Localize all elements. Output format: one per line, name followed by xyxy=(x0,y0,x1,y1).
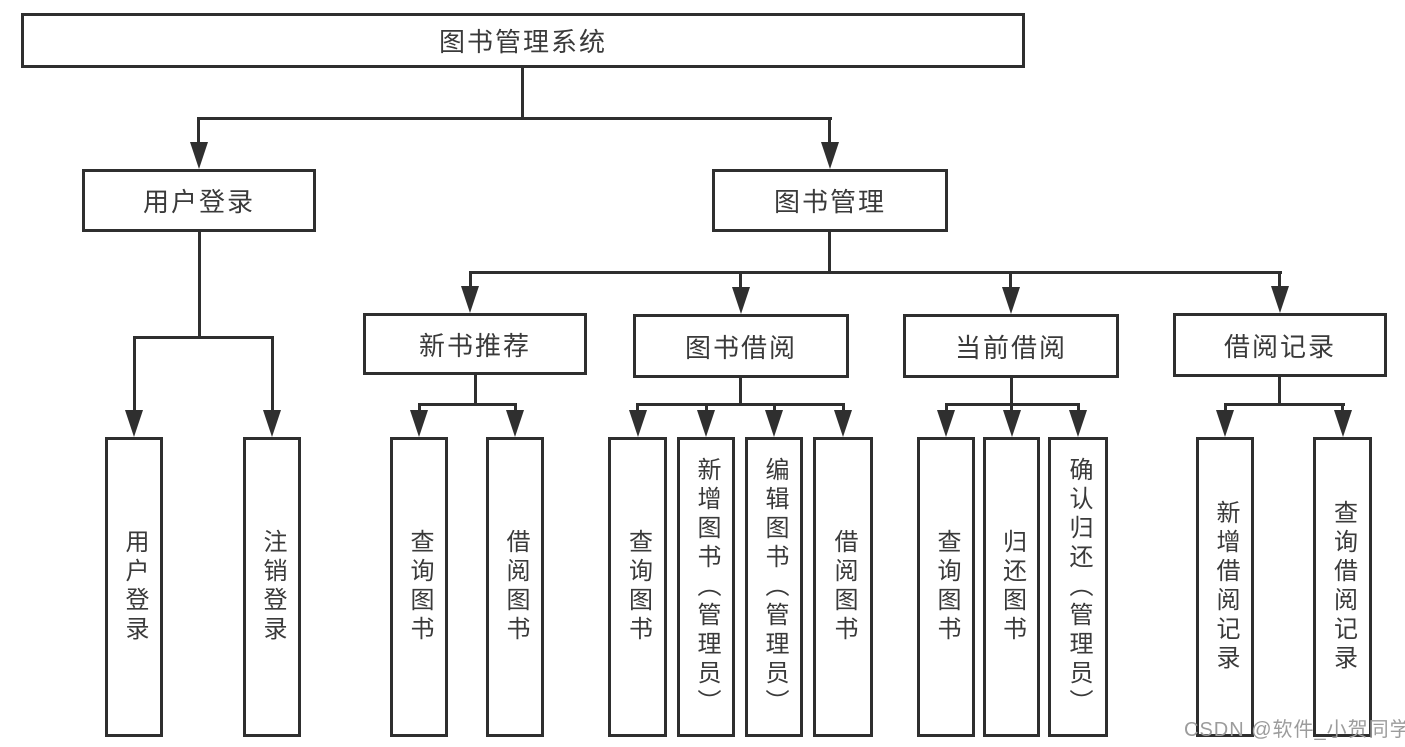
connector-line xyxy=(828,117,831,146)
arrow-down-icon xyxy=(697,410,715,437)
connector-line xyxy=(636,403,639,415)
connector-line xyxy=(705,403,708,415)
node-new-book-recommend: 新书推荐 xyxy=(363,313,587,375)
leaf-edit-books-admin: 编辑图书（管理员） xyxy=(745,437,803,737)
leaf-query-books-recommend: 查询图书 xyxy=(390,437,448,737)
node-current-borrowing: 当前借阅 xyxy=(903,314,1119,378)
connector-line xyxy=(1341,403,1344,415)
csdn-watermark: CSDN @软件_小贺同学 xyxy=(1184,719,1405,741)
connector-line xyxy=(469,271,1282,274)
leaf-query-books-current: 查询图书 xyxy=(917,437,975,737)
connector-line xyxy=(842,403,845,415)
connector-line xyxy=(133,336,274,339)
arrow-down-icon xyxy=(1271,286,1289,313)
connector-line xyxy=(1009,271,1012,290)
leaf-query-books-borrowing: 查询图书 xyxy=(608,437,667,737)
connector-line xyxy=(1077,403,1080,415)
connector-line xyxy=(521,68,524,119)
connector-line xyxy=(514,403,517,415)
connector-line xyxy=(418,403,421,415)
connector-line xyxy=(1224,403,1345,406)
leaf-borrow-books-recommend: 借阅图书 xyxy=(486,437,544,737)
connector-line xyxy=(739,271,742,290)
connector-line xyxy=(197,117,200,146)
leaf-logout: 注销登录 xyxy=(243,437,301,737)
arrow-down-icon xyxy=(1216,410,1234,437)
arrow-down-icon xyxy=(410,410,428,437)
connector-line xyxy=(1224,403,1227,415)
node-user-login: 用户登录 xyxy=(82,169,316,232)
arrow-down-icon xyxy=(629,410,647,437)
arrow-down-icon xyxy=(125,410,143,437)
connector-line xyxy=(1278,271,1281,290)
connector-line xyxy=(945,403,948,415)
leaf-add-books-admin: 新增图书（管理员） xyxy=(677,437,735,737)
arrow-down-icon xyxy=(732,287,750,314)
arrow-down-icon xyxy=(506,410,524,437)
arrow-down-icon xyxy=(937,410,955,437)
leaf-user-login: 用户登录 xyxy=(105,437,163,737)
connector-line xyxy=(636,403,845,406)
connector-line xyxy=(1278,377,1281,406)
arrow-down-icon xyxy=(461,286,479,313)
connector-line xyxy=(198,232,201,338)
connector-line xyxy=(418,403,517,406)
connector-line xyxy=(739,378,742,406)
connector-line xyxy=(773,403,776,415)
node-borrowing-records: 借阅记录 xyxy=(1173,313,1387,377)
arrow-down-icon xyxy=(263,410,281,437)
arrow-down-icon xyxy=(834,410,852,437)
node-library-management-system: 图书管理系统 xyxy=(21,13,1025,68)
arrow-down-icon xyxy=(821,142,839,169)
connector-line xyxy=(474,375,477,406)
arrow-down-icon xyxy=(1069,410,1087,437)
leaf-query-borrow-record: 查询借阅记录 xyxy=(1313,437,1372,737)
connector-line xyxy=(271,336,274,414)
arrow-down-icon xyxy=(1002,287,1020,314)
connector-line xyxy=(1010,378,1013,406)
connector-line xyxy=(197,117,832,120)
connector-line xyxy=(828,232,831,274)
arrow-down-icon xyxy=(765,410,783,437)
connector-line xyxy=(1010,403,1013,415)
leaf-confirm-return-admin: 确认归还（管理员） xyxy=(1048,437,1108,737)
connector-line xyxy=(469,271,472,290)
node-book-borrowing: 图书借阅 xyxy=(633,314,849,378)
arrow-down-icon xyxy=(1334,410,1352,437)
leaf-borrow-books: 借阅图书 xyxy=(813,437,873,737)
arrow-down-icon xyxy=(1003,410,1021,437)
connector-line xyxy=(133,336,136,414)
arrow-down-icon xyxy=(190,142,208,169)
leaf-add-borrow-record: 新增借阅记录 xyxy=(1196,437,1254,737)
node-book-management: 图书管理 xyxy=(712,169,948,232)
leaf-return-books: 归还图书 xyxy=(983,437,1040,737)
